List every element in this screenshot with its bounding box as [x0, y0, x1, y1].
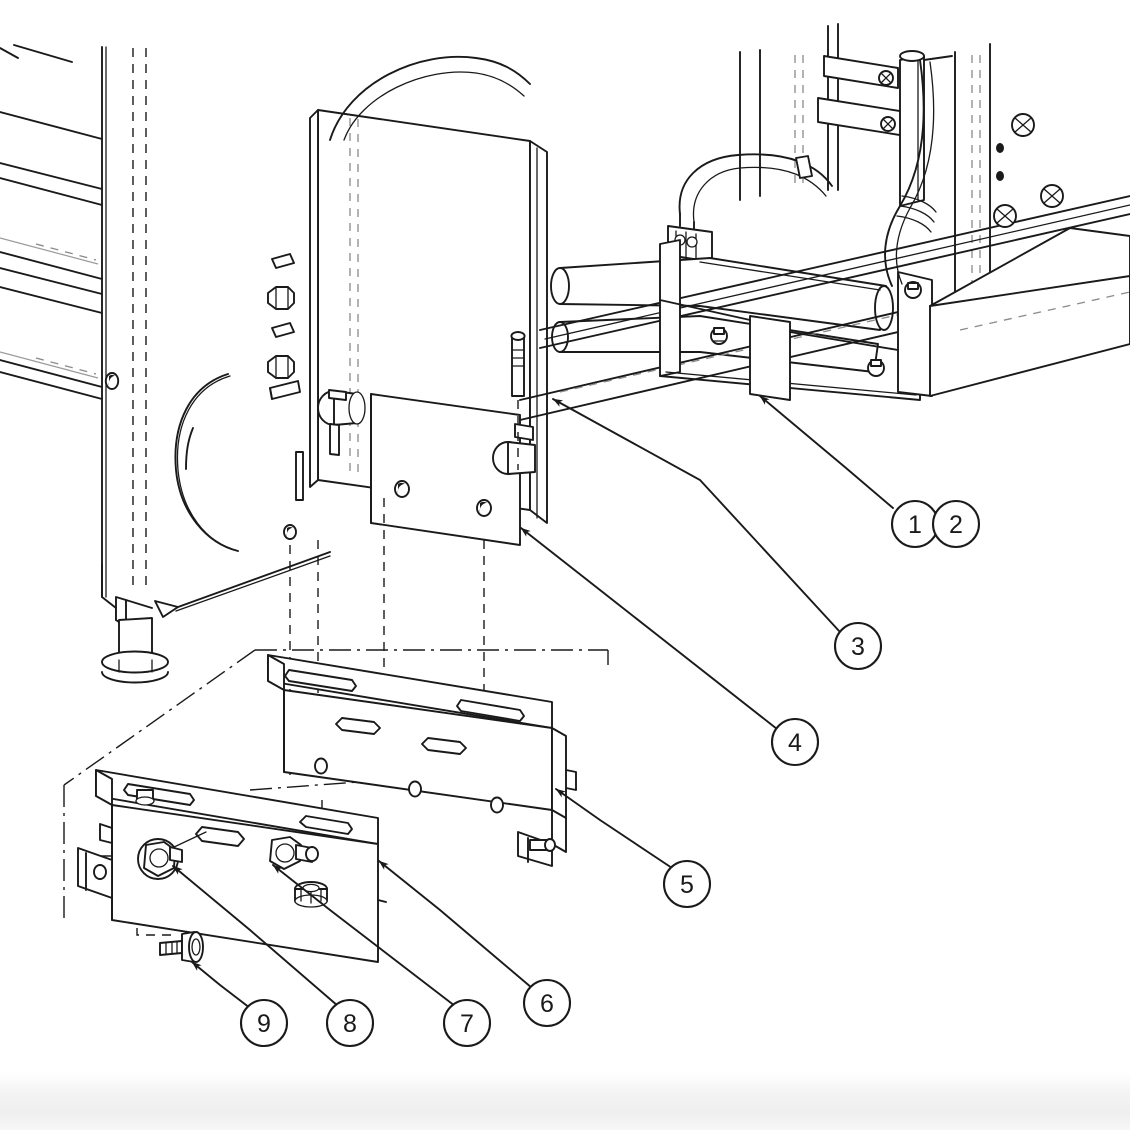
- hex-flange-bolt-left: [137, 838, 183, 880]
- balloon-circle-6: [522, 978, 572, 1028]
- leader-line-7: [272, 864, 456, 1007]
- balloon-circle-3: [833, 621, 883, 671]
- balloon-number-8: 8: [343, 1010, 357, 1038]
- callout-balloon-3[interactable]: 3: [833, 621, 883, 671]
- balloon-circle-8: [325, 998, 375, 1048]
- rear-mounting-bracket: [267, 654, 577, 867]
- leader-line-8: [172, 865, 339, 1007]
- balloon-circle-7: [442, 998, 492, 1048]
- shoulder-bolt-upper: [510, 331, 526, 397]
- left-cabinet-frame: [0, 44, 331, 684]
- callout-balloon-1[interactable]: 1: [890, 499, 940, 549]
- leader-line-3: [552, 398, 841, 633]
- hex-bolt-center: [269, 836, 319, 870]
- balloon-circle-4: [770, 717, 820, 767]
- balloon-number-9: 9: [257, 1010, 271, 1038]
- callout-balloon-9[interactable]: 9: [239, 998, 289, 1048]
- right-pivot-boss: [492, 423, 536, 475]
- callout-balloon-6[interactable]: 6: [522, 978, 572, 1028]
- callout-balloon-7[interactable]: 7: [442, 998, 492, 1048]
- balloon-circle-2: [931, 499, 981, 549]
- balloon-number-5: 5: [680, 871, 694, 899]
- balloon-circle-5: [662, 859, 712, 909]
- balloon-number-1: 1: [908, 511, 922, 539]
- right-machine-frame: [519, 23, 1130, 421]
- pulley-oval: [174, 373, 239, 552]
- callout-balloon-2[interactable]: 2: [931, 499, 981, 549]
- cabinet-face-hardware: [267, 253, 304, 540]
- leader-line-4: [520, 527, 778, 730]
- leader-lines: [172, 395, 894, 1009]
- callout-balloon-5[interactable]: 5: [662, 859, 712, 909]
- leader-line-5: [555, 788, 673, 869]
- balloon-number-4: 4: [788, 729, 802, 757]
- chassis-bolts: [710, 113, 1064, 377]
- callout-balloon-8[interactable]: 8: [325, 998, 375, 1048]
- fasteners: [135, 789, 328, 963]
- left-pivot-boss: [317, 389, 366, 456]
- leader-line-1: [759, 395, 894, 509]
- guard-arc: [329, 55, 531, 141]
- page-bottom-band: [0, 1072, 1130, 1130]
- flange-stud: [135, 789, 155, 806]
- balloon-number-3: 3: [851, 633, 865, 661]
- press-nut: [294, 881, 328, 908]
- leader-line-6: [378, 860, 533, 989]
- balloon-number-6: 6: [540, 990, 554, 1018]
- balloon-circle-9: [239, 998, 289, 1048]
- balloon-number-7: 7: [460, 1010, 474, 1038]
- callout-balloon-4[interactable]: 4: [770, 717, 820, 767]
- leader-line-9: [191, 961, 251, 1009]
- center-cover-panel: [309, 109, 548, 546]
- balloon-number-2: 2: [949, 511, 963, 539]
